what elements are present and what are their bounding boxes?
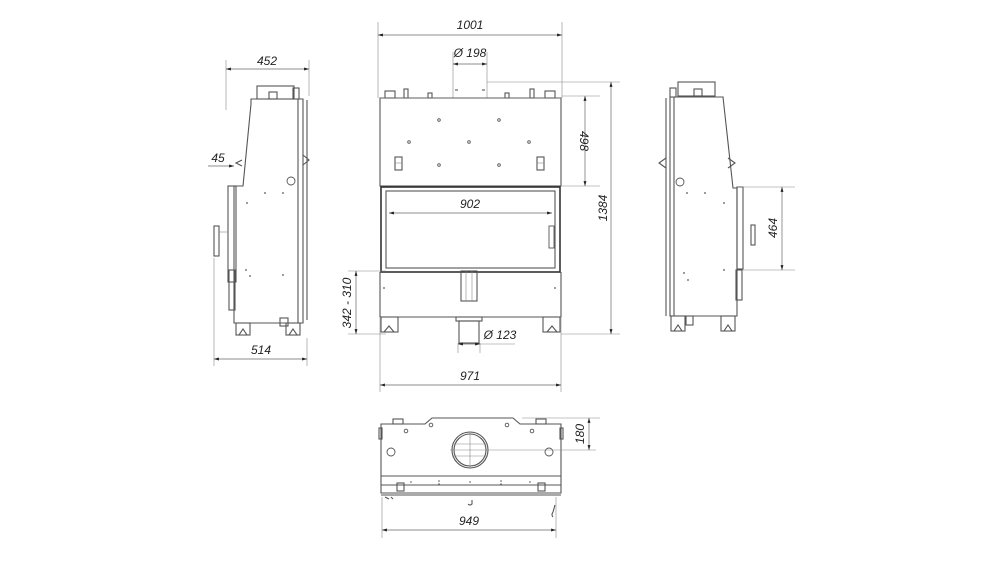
dim-top-depth: 452	[257, 54, 277, 68]
dim-door-width: 902	[460, 197, 480, 211]
dim-overall-height: 1384	[596, 194, 610, 221]
dim-top-width: 949	[459, 514, 479, 528]
right-side-view	[658, 81, 756, 332]
dim-leg-height-range: 342 - 310	[340, 277, 354, 328]
dim-offset: 45	[211, 151, 225, 165]
dim-upper-height: 498	[577, 131, 591, 151]
dim-flue-diameter: Ø 198	[453, 46, 487, 60]
dim-body-width: 971	[460, 369, 480, 383]
right-side-dimensions: 464	[737, 186, 795, 271]
dim-bottom-depth: 514	[251, 343, 271, 357]
dim-air-inlet-diameter: Ø 123	[483, 328, 517, 342]
front-view	[379, 82, 562, 344]
top-view-dimensions: 180 949	[381, 417, 600, 538]
top-view	[378, 417, 596, 518]
front-dimensions: 1001 Ø 198 498 1384 902 342 - 310 Ø 123 …	[340, 18, 620, 392]
dim-flue-offset: 180	[573, 424, 587, 444]
dim-door-height: 464	[766, 218, 780, 238]
left-side-dimensions: 452 45 514	[208, 54, 310, 366]
left-side-view	[213, 85, 310, 336]
dim-overall-width: 1001	[457, 18, 484, 32]
